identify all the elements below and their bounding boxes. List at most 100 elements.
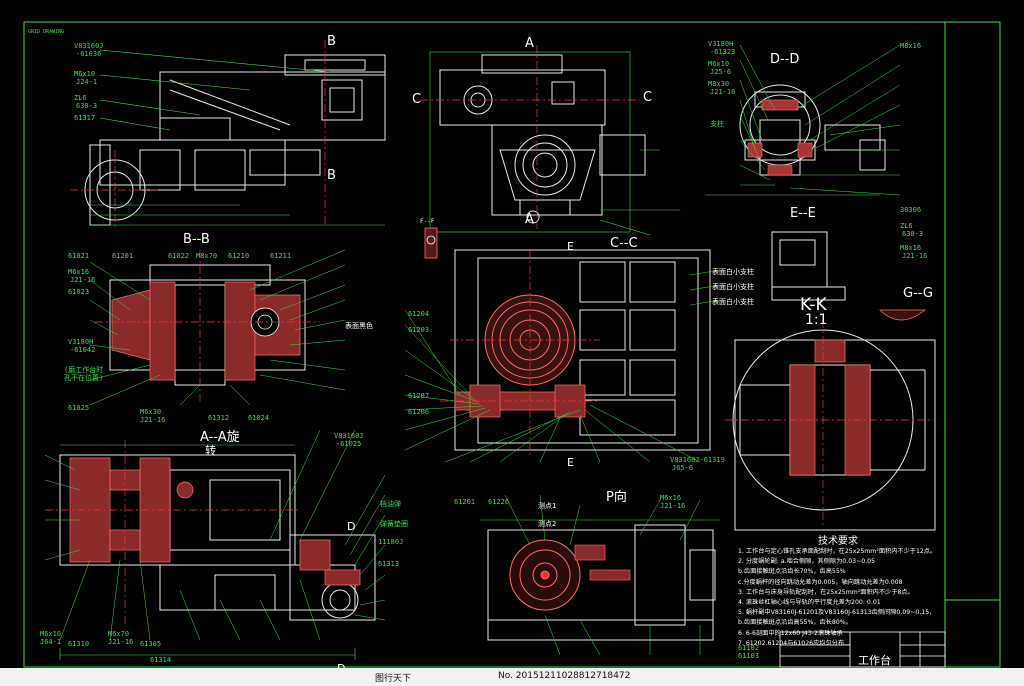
section-p-view: P向 bbox=[606, 490, 627, 505]
view-ee bbox=[771, 231, 846, 301]
part-label: 61317 bbox=[74, 114, 96, 122]
view-p-disc bbox=[509, 539, 581, 611]
part-label: J21-16 bbox=[660, 502, 686, 510]
view-bb-hatch bbox=[111, 281, 301, 381]
view-d-detail-leaders bbox=[344, 474, 386, 621]
note-label: 表面白小支柱 bbox=[712, 268, 754, 276]
section-g-g: G--G bbox=[903, 286, 934, 301]
part-label: M6x70 bbox=[108, 630, 130, 638]
part-label: 61210 bbox=[228, 252, 250, 260]
section-k-k: K-K bbox=[800, 295, 827, 315]
view-cc-body bbox=[454, 249, 711, 451]
part-label: 61102 bbox=[738, 644, 760, 652]
view-aa-dims bbox=[59, 444, 356, 660]
part-label: M8x30 bbox=[708, 80, 730, 88]
technical-requirements: 技术要求 1. 工作台与定心锥孔支承面配刮时，在25x25mm²面积内不少于12… bbox=[738, 532, 988, 649]
note-label: 表面白小支柱 bbox=[712, 298, 754, 306]
footer-site: 图行天下 bbox=[375, 674, 412, 684]
part-label: V3180H bbox=[708, 40, 734, 48]
view-cc-centerlines bbox=[440, 250, 600, 455]
view-bb-leaders bbox=[89, 249, 346, 406]
part-label: 61207 bbox=[408, 392, 430, 400]
section-a-a-sub: 转 bbox=[205, 444, 216, 457]
requirement-line: b.齿面接触斑点沿齿长70%，齿高55% bbox=[738, 568, 846, 576]
part-label: 孔不在位置) bbox=[64, 374, 104, 382]
part-label: M6x16 bbox=[660, 494, 682, 502]
part-label: 630-3 bbox=[902, 230, 924, 238]
part-label: J64-1 bbox=[40, 638, 62, 646]
note-label: 表面白小支柱 bbox=[712, 283, 754, 291]
title-block-name: 工作台 bbox=[858, 654, 891, 667]
part-label: M6x16 bbox=[68, 268, 90, 276]
frame-label: GRID DRAWING bbox=[28, 29, 65, 35]
requirement-line: 1. 工作台与定心锥孔支承面配刮时，在25x25mm²面积内不少于12点。 bbox=[738, 548, 937, 555]
requirement-line: c.分度蜗杆的径向跳动允差为0.005，轴向跳动允差为0.008 bbox=[738, 578, 903, 586]
section-e-mark-1: E bbox=[567, 240, 574, 253]
part-label: V83160J-61319 bbox=[670, 456, 725, 464]
requirement-line: b.齿面接触斑点沿齿高55%，齿长80%。 bbox=[738, 619, 852, 627]
section-c-left: C bbox=[412, 92, 422, 107]
section-k-scale: 1:1 bbox=[805, 312, 828, 328]
requirement-line: 6. 6-6剖面中的12x60 J43-2滚珠轴承 bbox=[738, 629, 843, 637]
part-label: J24-1 bbox=[76, 78, 98, 86]
section-a-bottom: A bbox=[525, 212, 534, 227]
part-label: -61042 bbox=[70, 346, 96, 354]
section-e-mark-2: E bbox=[567, 456, 574, 469]
view-aa-centerlines bbox=[45, 440, 300, 625]
view-b-dims bbox=[90, 49, 385, 226]
part-label: -61036 bbox=[76, 50, 102, 58]
view-d-leaders bbox=[705, 44, 901, 196]
note-label: 表面黑色 bbox=[345, 322, 373, 330]
part-label: 弹簧垫圈 bbox=[380, 520, 408, 528]
part-label: 61201 bbox=[454, 498, 476, 506]
view-ff bbox=[424, 227, 438, 259]
part-label: 61203 bbox=[408, 326, 430, 334]
part-label: J21-16 bbox=[140, 416, 166, 424]
section-d-d: D--D bbox=[770, 52, 800, 67]
view-gg bbox=[879, 309, 927, 321]
part-label: J21-16 bbox=[108, 638, 134, 646]
part-label: 30306 bbox=[900, 206, 922, 214]
section-a-a: A--A旋 bbox=[200, 430, 240, 445]
section-e-e: E--E bbox=[790, 206, 816, 221]
part-label: ZL6 bbox=[900, 222, 913, 230]
section-d-mark: D bbox=[347, 520, 356, 533]
view-a-centerlines bbox=[420, 45, 640, 230]
view-p-hatch bbox=[574, 544, 631, 581]
footer-id: No. 20151211028812718472 bbox=[498, 671, 631, 681]
part-label: -61025 bbox=[336, 440, 362, 448]
note-label: 测点2 bbox=[538, 520, 557, 528]
view-kk-centerlines bbox=[725, 320, 935, 525]
part-label: M8x16 bbox=[900, 42, 922, 50]
part-label: M6x10 bbox=[40, 630, 62, 638]
drawing-frame bbox=[23, 21, 1001, 668]
part-label: 61022 bbox=[168, 252, 190, 260]
part-label: 61314 bbox=[150, 656, 172, 664]
part-label: 61204 bbox=[408, 310, 430, 318]
part-label: J25-6 bbox=[710, 68, 732, 76]
section-c-right: C bbox=[643, 90, 653, 105]
part-label: (磨工作台时 bbox=[64, 366, 104, 374]
requirement-line: 7. 61202.61204与61026应均匀分布... bbox=[738, 639, 850, 647]
section-b-top: B bbox=[327, 34, 336, 49]
part-label: V83160J bbox=[74, 42, 104, 50]
part-label: M6x10 bbox=[74, 70, 96, 78]
view-d-detail-hatch bbox=[299, 539, 361, 586]
view-p-leaders bbox=[480, 494, 720, 656]
part-label: 11180J bbox=[378, 538, 404, 546]
note-label: 测点1 bbox=[538, 502, 557, 510]
section-f-f: F--F bbox=[420, 218, 435, 225]
part-label: M6x30 bbox=[140, 408, 162, 416]
part-label: 61201 bbox=[112, 252, 134, 260]
view-p-body bbox=[487, 524, 716, 641]
view-a-dims bbox=[429, 51, 680, 236]
section-c-c: C--C bbox=[610, 236, 638, 251]
part-label: M6x10 bbox=[708, 60, 730, 68]
part-label: 61024 bbox=[248, 414, 270, 422]
requirement-line: 5. 蜗杆副中V83160J-61201及V83160J-61313齿侧间隙0.… bbox=[738, 609, 936, 617]
technical-requirements-title: 技术要求 bbox=[818, 536, 858, 547]
part-label: 支柱 bbox=[710, 120, 724, 128]
part-label: 61312 bbox=[208, 414, 230, 422]
view-cc-leaders bbox=[404, 269, 721, 463]
